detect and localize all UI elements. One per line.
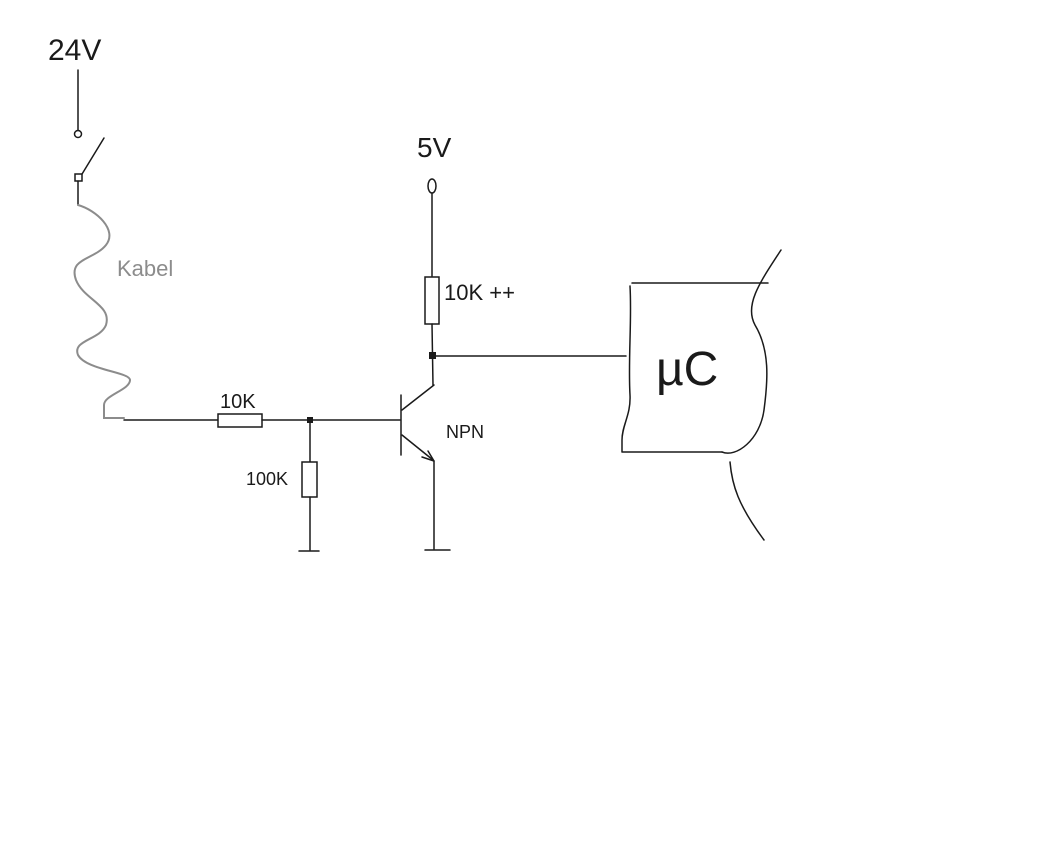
label-5v: 5V (417, 132, 452, 163)
switch (74, 137, 105, 206)
label-pulldown-resistor: 100K (246, 469, 289, 489)
series-resistor-10k (123, 413, 401, 428)
pulldown-resistor-100k (301, 422, 318, 551)
npn-transistor (400, 384, 435, 550)
label-transistor: NPN (446, 422, 485, 442)
microcontroller-block (621, 249, 782, 541)
label-microcontroller: µC (656, 343, 719, 396)
label-24v: 24V (48, 34, 102, 67)
pullup-resistor-10k (424, 276, 440, 386)
junction-node-base (307, 417, 313, 423)
cable-wire (73, 204, 132, 419)
supply-5v-terminal (427, 178, 437, 277)
label-cable: Kabel (117, 256, 174, 281)
supply-24v-terminal (73, 69, 83, 139)
junction-node-collector (429, 352, 436, 359)
label-pullup-resistor: 10K ++ (444, 280, 515, 305)
label-series-resistor: 10K (220, 391, 256, 413)
